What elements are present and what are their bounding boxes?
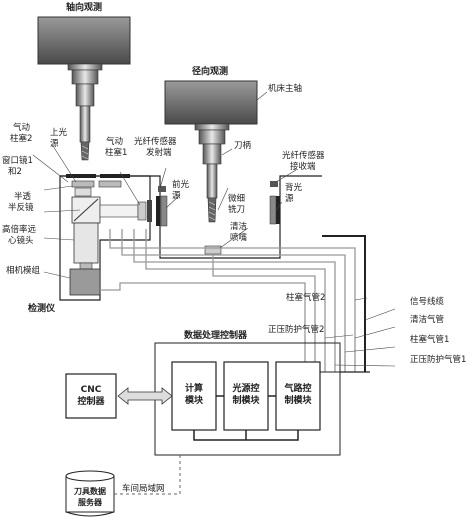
controller-frame (154, 342, 341, 456)
cnc-text: CNC 控制器 (66, 384, 116, 408)
leader-lines (32, 91, 396, 367)
telecentric-lens (73, 222, 99, 264)
back-light-label-2: 源 (285, 194, 294, 204)
telecentric-label-1: 高倍率远 (2, 225, 37, 235)
server-text: 刀具数据 服务器 (66, 486, 114, 508)
signal-cable (322, 235, 366, 372)
gas-text-2: 制模块 (284, 396, 312, 406)
light-module-text: 光源控 制模块 (224, 383, 268, 407)
server-text-2: 服务器 (78, 498, 102, 507)
fiber-rx-label-1: 光纤传感器 (282, 151, 325, 161)
fiber-tx-label-2: 发射端 (146, 148, 172, 158)
cnc-link-arrow (117, 387, 173, 405)
back-light-label-1: 背光 (285, 183, 303, 193)
piston-air2-label: 柱塞气管2 (286, 293, 326, 303)
top-light-label-2: 源 (50, 139, 59, 149)
fiber-rx-label-2: 接收端 (290, 162, 316, 172)
axial-view-title: 轴向观测 (65, 3, 103, 13)
inspector-title: 检测仪 (28, 304, 56, 314)
window-label-2: 和2 (8, 167, 22, 177)
clean-nozzle (204, 245, 222, 255)
cnc-controller (65, 373, 117, 419)
front-light (160, 195, 168, 227)
calc-module-text: 计算 模块 (172, 383, 216, 407)
window-label-1: 窗口镜1 (2, 156, 33, 166)
light-text-2: 制模块 (232, 396, 260, 406)
clean-air-label: 清洁气管 (410, 315, 445, 325)
axial-spindle (37, 16, 131, 161)
tool-data-server (65, 470, 115, 517)
clean-nozzle-label-1: 清洁 (230, 222, 248, 232)
light-text-1: 光源控 (232, 384, 260, 394)
window-mirrors (66, 174, 280, 226)
controller-title: 数据处理控制器 (184, 331, 248, 341)
top-light-source (71, 180, 122, 197)
front-light-label-2: 源 (172, 191, 181, 201)
holder-label: 刀柄 (234, 141, 252, 151)
calc-text-1: 计算 (184, 384, 203, 394)
signal-cable-label: 信号线缆 (410, 297, 445, 307)
server-text-1: 刀具数据 (74, 487, 106, 496)
camera-label: 相机模组 (6, 266, 41, 276)
pos-air2-label: 正压防护气管2 (268, 325, 325, 335)
calc-text-2: 模块 (184, 396, 203, 406)
back-light (269, 195, 277, 225)
telecentric-label-2: 心镜头 (8, 236, 34, 246)
fiber-tx-label-1: 光纤传感器 (134, 137, 177, 147)
spindle-label: 机床主轴 (268, 84, 303, 94)
cnc-text-1: CNC (80, 385, 102, 395)
inspector-housing (59, 175, 322, 301)
top-light-label-1: 上光 (50, 128, 68, 138)
piston1-label-1: 气动 (106, 137, 124, 147)
air-lines (100, 229, 356, 372)
lan-line (114, 455, 181, 495)
radial-spindle (164, 80, 258, 223)
gas-text-1: 气路控 (284, 384, 312, 394)
piston1-label-2: 柱塞1 (105, 148, 128, 158)
piston2-label-1: 气动 (13, 123, 31, 133)
lan-label: 车间局域网 (122, 484, 165, 494)
gas-module-text: 气路控 制模块 (276, 383, 320, 407)
micro-tool-label-1: 微细 (228, 194, 246, 204)
micro-tool-label-2: 铣刀 (228, 205, 246, 215)
front-light-label-1: 前光 (172, 180, 190, 190)
cnc-text-2: 控制器 (77, 397, 105, 407)
semi-mirror-label-2: 半反镜 (8, 203, 34, 213)
pos-air1-label: 正压防护气管1 (410, 355, 467, 365)
semi-mirror (71, 196, 152, 224)
fiber-sensors (158, 181, 278, 192)
semi-mirror-label-1: 半透 (14, 192, 32, 202)
camera-module (69, 262, 101, 296)
clean-nozzle-label-2: 喷嘴 (230, 233, 248, 243)
piston2-label-2: 柱塞2 (10, 134, 33, 144)
radial-view-title: 径向观测 (191, 67, 229, 77)
piston-air1-label: 柱塞气管1 (410, 335, 450, 345)
